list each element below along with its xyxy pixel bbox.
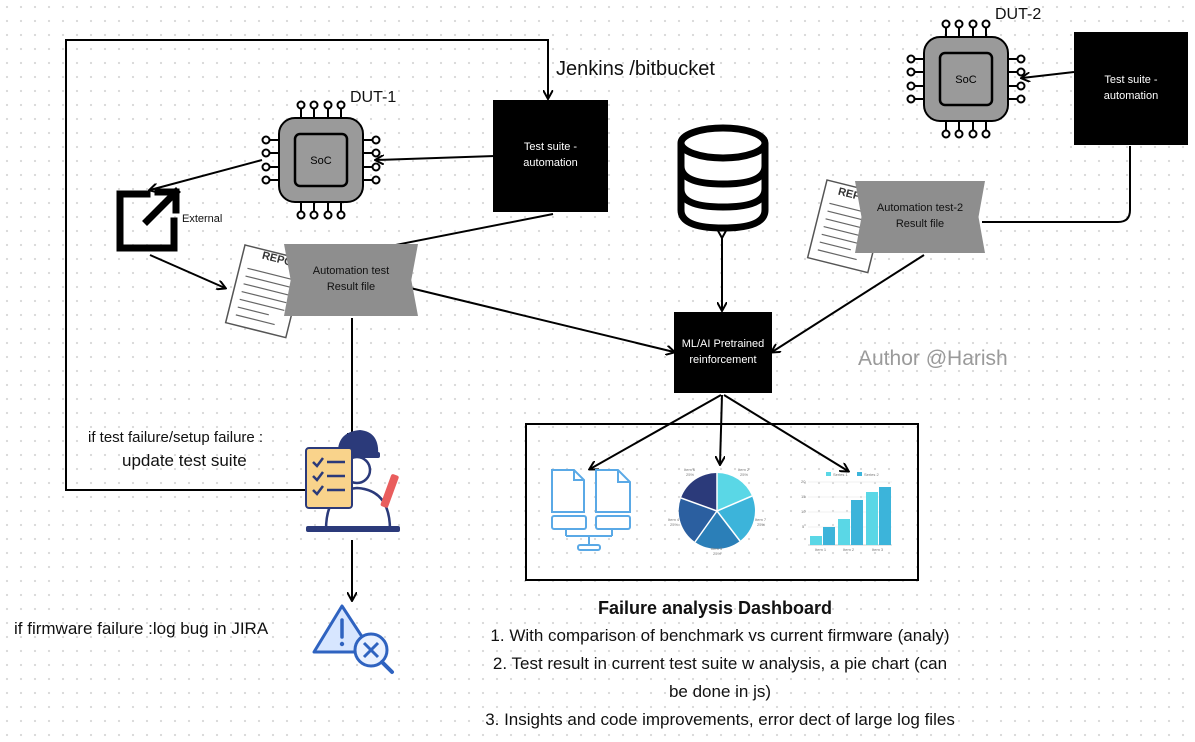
pie-slice-1: [717, 472, 752, 511]
engineer-checklist-icon: [305, 430, 400, 532]
test-suite-1-label: Test suite - automation: [523, 141, 578, 169]
pie-value-3: 25%: [670, 522, 678, 527]
ml-pretrained-box: ML/AI Pretrained reinforcement: [674, 312, 772, 393]
soc1-label: SoC: [310, 155, 331, 167]
x-tick-1: Item 1: [815, 547, 827, 552]
arrow-ml-to-bars: [723, 394, 848, 471]
legend-swatch-2: [857, 472, 862, 476]
warning-bug-icon: [312, 604, 394, 674]
database-icon: [677, 124, 769, 232]
y-tick-3: 10: [801, 509, 806, 514]
pie-value-1: 25%: [686, 472, 694, 477]
test-suite-2-box: Test suite - automation: [1074, 32, 1188, 145]
dut2-label: DUT-2: [995, 6, 1042, 23]
pie-value-2: 25%: [740, 472, 748, 477]
bar-chart: [808, 472, 892, 546]
arrow-ml-to-compare: [590, 394, 722, 469]
pie-label-5: Item 7: [755, 517, 767, 522]
firmware-failure-label: if firmware failure :log bug in JIRA: [14, 619, 269, 638]
arrow-result2-to-ml: [772, 254, 925, 352]
pie-slice-4: [678, 498, 717, 542]
external-label: External: [182, 213, 223, 225]
soc2-label: SoC: [955, 74, 976, 86]
pie-chart: [678, 472, 755, 549]
legend-swatch-1: [826, 472, 831, 476]
arrow-ml-to-pie: [720, 394, 722, 464]
comparison-files-icon: [551, 469, 631, 551]
ml-pretrained-label: ML/AI Pretrained reinforcement: [681, 337, 765, 366]
pie-label-4: Item 3: [711, 546, 723, 551]
result-file-2-ribbon: Automation test-2 Result file: [855, 181, 985, 253]
dut1-label: DUT-1: [350, 89, 397, 106]
arrow-suite1-to-soc1: [376, 156, 496, 160]
dashboard-line-3: be done in js): [668, 682, 772, 701]
setup-failure-line1: if test failure/setup failure :: [88, 429, 264, 446]
bar-1a: [810, 536, 822, 545]
setup-failure-line2: update test suite: [122, 451, 247, 470]
arrow-soc1-to-external: [150, 159, 263, 190]
y-tick-4: 5: [802, 524, 805, 529]
author-label: Author @Harish: [858, 347, 1008, 370]
y-tick-2: 15: [801, 494, 806, 499]
legend-label-2: Series 2: [864, 472, 879, 477]
arrow-result1-to-ml: [401, 285, 674, 352]
bar-3a: [866, 492, 878, 545]
dashboard-title: Failure analysis Dashboard: [597, 598, 833, 618]
y-tick-1: 20: [801, 479, 806, 484]
result-file-2-label: Automation test-2 Result file: [876, 202, 964, 230]
dashboard-line-4: 3. Insights and code improvements, error…: [485, 710, 955, 729]
pie-value-4: 25%: [713, 551, 721, 556]
result-file-1-ribbon: Automation test Result file: [284, 244, 418, 316]
pie-value-5: 25%: [757, 522, 765, 527]
feedback-loop-line: [65, 39, 548, 491]
result-file-1-label: Automation test Result file: [312, 265, 390, 293]
pie-label-2: Item 2: [738, 467, 750, 472]
dashboard-line-2: 2. Test result in current test suite w a…: [492, 654, 948, 673]
external-link-icon: [116, 187, 181, 252]
bar-1b: [823, 527, 835, 545]
test-suite-1-box: Test suite - automation: [493, 100, 608, 212]
dut2-feedback-line: [982, 146, 1131, 223]
arrow-external-to-report1: [149, 254, 225, 288]
pie-slice-5: [681, 472, 717, 511]
pie-label-3: Item 4: [668, 517, 680, 522]
jenkins-label: Jenkins /bitbucket: [556, 58, 715, 80]
failure-dashboard-frame: [525, 423, 919, 581]
legend-label-1: Series 1: [833, 472, 848, 477]
x-tick-3: Item 3: [872, 547, 884, 552]
x-tick-2: Item 2: [843, 547, 855, 552]
pie-label-1: Item 6: [684, 467, 696, 472]
test-suite-2-label: Test suite - automation: [1103, 73, 1159, 102]
bar-2b: [851, 500, 863, 545]
pie-slice-3: [695, 511, 740, 549]
bar-2a: [838, 519, 850, 545]
dashboard-line-1: 1. With comparison of benchmark vs curre…: [490, 626, 950, 645]
bar-3b: [879, 487, 891, 545]
arrow-suite2-to-soc2: [1022, 71, 1075, 78]
